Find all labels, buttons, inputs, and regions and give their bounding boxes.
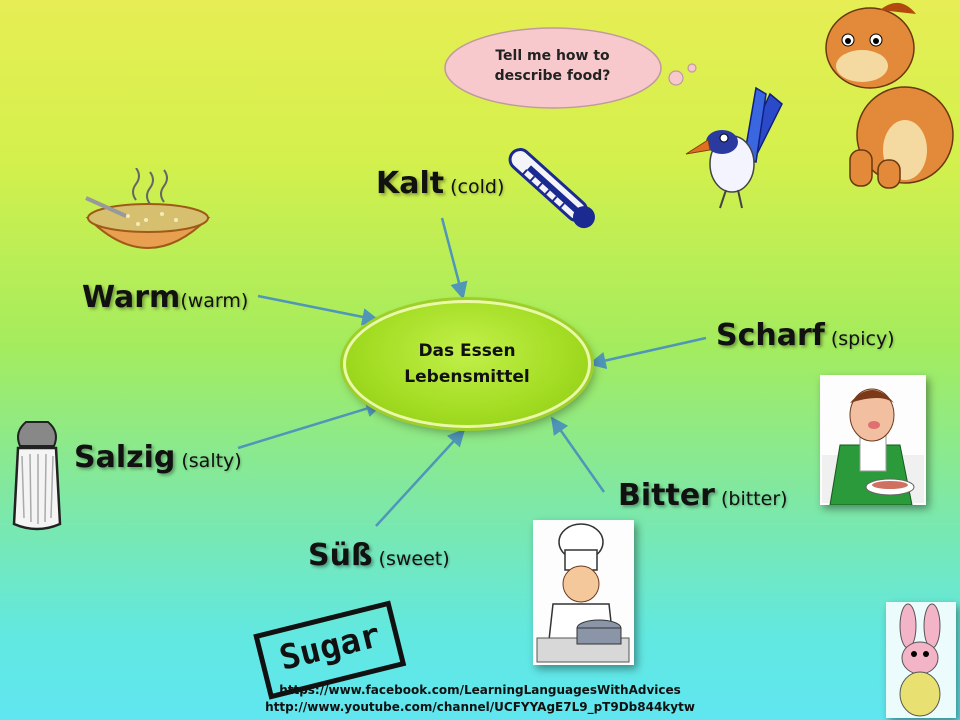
center-topic: Das Essen Lebensmittel: [343, 300, 591, 428]
sick-man-image: [820, 375, 926, 506]
word-suess-de: Süß: [308, 538, 373, 573]
word-salzig: Salzig(salty): [74, 440, 242, 475]
speech-bubble: Tell me how to describe food?: [440, 20, 697, 112]
center-line-2: Lebensmittel: [404, 367, 530, 387]
word-salzig-de: Salzig: [74, 440, 176, 475]
word-bitter-de: Bitter: [618, 478, 715, 513]
links: https://www.facebook.com/LearningLanguag…: [0, 682, 960, 716]
arrow-warm: [257, 294, 380, 326]
arrow-suess: [375, 428, 466, 527]
bubble-line-2: describe food?: [494, 68, 611, 84]
arrow-salzig: [237, 400, 384, 450]
word-warm-de: Warm: [82, 280, 181, 315]
cloud-icon: [444, 27, 697, 109]
word-warm-en: (warm): [180, 290, 249, 312]
chef-icon: [536, 523, 630, 663]
sugar-frame-icon: [253, 600, 407, 700]
center-line-1: Das Essen: [418, 341, 516, 361]
salt-shaker-icon: [12, 421, 62, 531]
word-warm: Warm(warm): [82, 280, 248, 315]
thermometer-icon: [508, 148, 595, 229]
word-suess: Süß(sweet): [308, 538, 450, 573]
facebook-link[interactable]: https://www.facebook.com/LearningLanguag…: [279, 683, 681, 697]
word-kalt: Kalt(cold): [376, 166, 504, 201]
bubble-line-1: Tell me how to: [495, 48, 610, 64]
word-scharf-en: (spicy): [830, 328, 895, 350]
arrow-kalt: [440, 217, 468, 300]
arrow-scharf: [588, 336, 707, 370]
word-kalt-de: Kalt: [376, 166, 445, 201]
word-bitter-en: (bitter): [720, 488, 788, 510]
word-bitter: Bitter(bitter): [618, 478, 788, 513]
word-scharf-de: Scharf: [716, 318, 825, 353]
chef-image: [533, 520, 634, 665]
youtube-link[interactable]: http://www.youtube.com/channel/UCFYYAgE7…: [265, 700, 695, 714]
sugar-sign: Sugar: [250, 597, 410, 705]
word-kalt-en: (cold): [450, 176, 505, 198]
arrow-bitter: [550, 416, 606, 493]
bunny-image: [886, 602, 956, 718]
sick-man-icon: [822, 388, 924, 506]
bird-icon: [685, 86, 783, 209]
bunny-icon: [899, 603, 941, 717]
word-salzig-en: (salty): [181, 450, 242, 472]
word-suess-en: (sweet): [378, 548, 450, 570]
word-scharf: Scharf(spicy): [716, 318, 895, 353]
soup-bowl-icon: [85, 168, 211, 249]
lion-cub-icon: [825, 2, 954, 189]
